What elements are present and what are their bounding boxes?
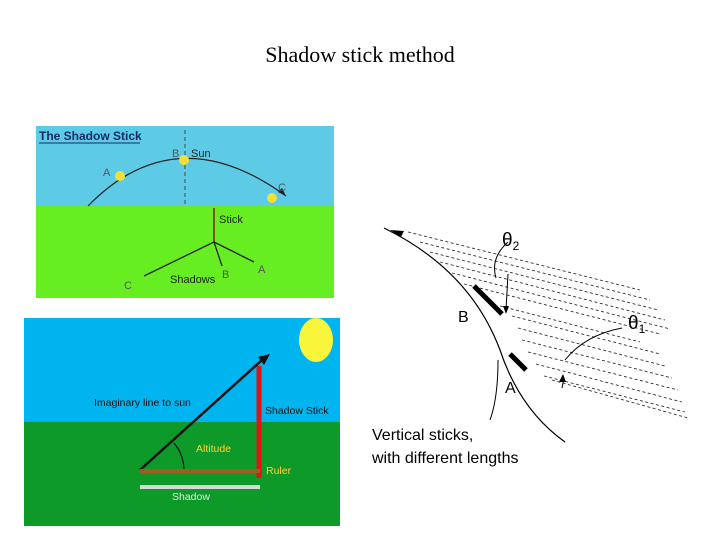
sun-path-curve xyxy=(383,227,566,443)
sun-ray xyxy=(551,379,689,419)
caption-line-2: with different lengths xyxy=(371,450,518,467)
sun-ray xyxy=(527,351,679,391)
panel2-sky xyxy=(24,318,340,422)
sun-ray xyxy=(535,363,683,403)
theta2-arrow-line xyxy=(505,273,509,311)
theta2-label: θ2 xyxy=(502,230,520,253)
stick-b-label: B xyxy=(458,309,469,326)
theta2-subscript: 2 xyxy=(513,239,520,253)
panel2-ground xyxy=(24,422,340,526)
theta2-pointer-curve xyxy=(494,241,509,279)
caption-pointer-curve xyxy=(489,359,499,421)
sun-ray xyxy=(499,305,641,343)
altitude-angle-arc xyxy=(173,442,185,471)
sun-label-a: A xyxy=(103,167,111,179)
shadows-label: Shadows xyxy=(170,274,216,286)
panel1-heading: The Shadow Stick xyxy=(39,129,142,143)
caption-line-1: Vertical sticks, xyxy=(372,427,473,444)
panel2-sun xyxy=(299,318,333,362)
shadow-label-b: B xyxy=(222,269,229,281)
altitude-label: Altitude xyxy=(196,443,231,455)
sun-label: Sun xyxy=(191,148,211,160)
sun-position-c xyxy=(267,193,277,203)
sun-ray xyxy=(419,241,651,301)
shadow-label-c: C xyxy=(124,280,132,292)
theta1-symbol: θ xyxy=(628,313,639,334)
vertical-sticks-diagram: θ2 θ1 B A Vertical sticks, with differen… xyxy=(371,227,689,467)
ruler-label: Ruler xyxy=(266,465,292,477)
sun-position-a xyxy=(115,171,125,181)
theta2-arrowhead xyxy=(503,306,509,314)
theta1-arrowhead xyxy=(559,374,566,382)
imaginary-line-to-sun xyxy=(139,359,263,471)
stick-a-label: A xyxy=(505,380,516,397)
stick-b xyxy=(472,284,504,316)
shadow-line-c xyxy=(143,241,215,277)
shadow-label: Shadow xyxy=(172,491,210,503)
theta2-symbol: θ xyxy=(502,230,513,251)
stick-a xyxy=(508,352,528,372)
sun-label-b: B xyxy=(172,148,179,160)
shadow-stick-panel: The Shadow Stick A B Sun C Stick C Shado… xyxy=(36,126,334,298)
shadow-stick-label: Shadow Stick xyxy=(265,405,329,417)
altitude-panel: Imaginary line to sun Shadow Stick Altit… xyxy=(24,318,340,526)
sun-ray xyxy=(511,315,661,355)
shadow-line-b xyxy=(213,241,223,267)
theta1-subscript: 1 xyxy=(639,322,646,336)
panel1-ground xyxy=(36,206,334,298)
shadow-line-a xyxy=(213,241,255,263)
sun-label-c: C xyxy=(278,182,286,194)
sun-arc-arrowhead xyxy=(278,188,286,196)
sun-ray xyxy=(517,327,666,367)
imaginary-line-label: Imaginary line to sun xyxy=(94,397,191,409)
sun-ray xyxy=(439,261,666,321)
sun-rays xyxy=(407,231,689,419)
sun-ray xyxy=(463,283,661,335)
sun-path-arrowhead xyxy=(390,230,404,237)
shadow-label-a: A xyxy=(258,264,266,276)
sun-ray xyxy=(429,251,659,311)
stick-label: Stick xyxy=(219,214,243,226)
imaginary-line-arrowhead xyxy=(258,354,270,365)
sun-position-b xyxy=(179,155,189,165)
sun-ray xyxy=(407,231,641,291)
page-title: Shadow stick method xyxy=(265,42,455,67)
sun-ray xyxy=(543,375,686,413)
theta1-label: θ1 xyxy=(628,313,646,336)
theta1-pointer-curve xyxy=(564,327,623,361)
sun-ray xyxy=(451,272,671,330)
sun-ray xyxy=(521,339,673,379)
